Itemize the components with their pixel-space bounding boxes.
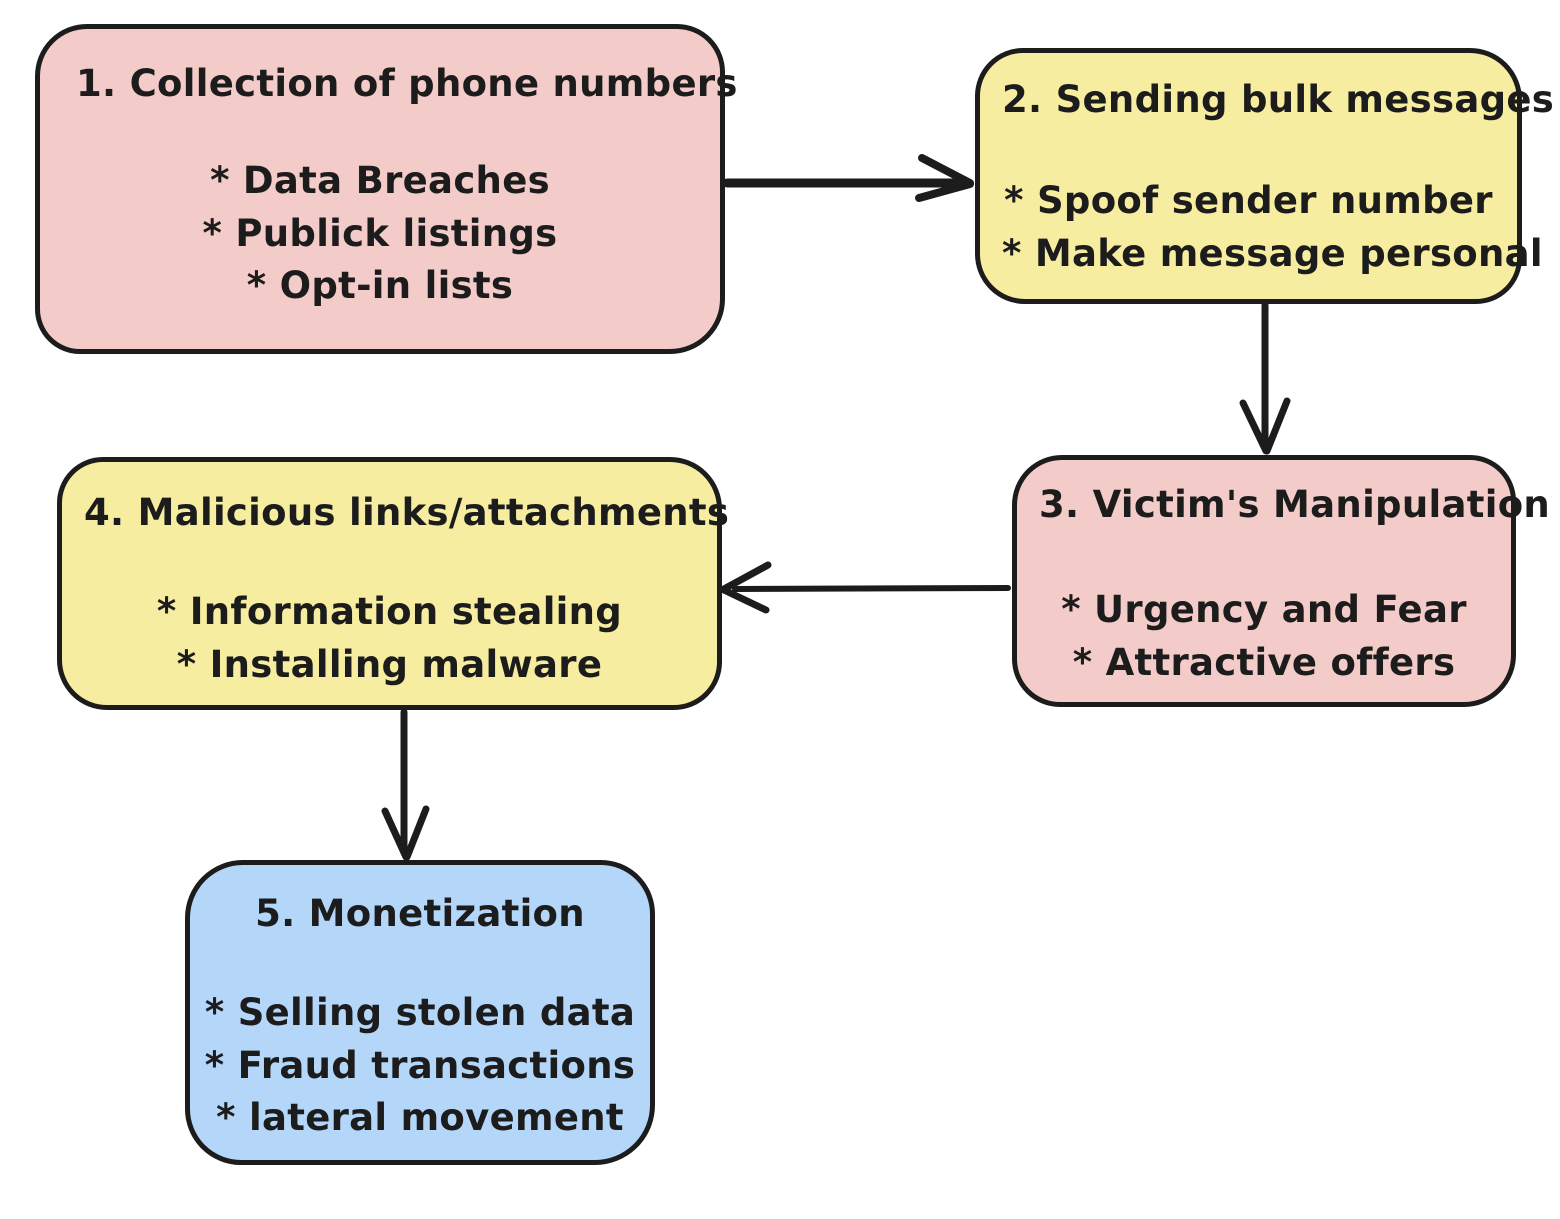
node-collection-of-phone-numbers: 1. Collection of phone numbers * Data Br…	[35, 24, 738, 354]
node-victims-manipulation: 3. Victim's Manipulation * Urgency and F…	[1012, 455, 1551, 707]
node-sending-bulk-messages: 2. Sending bulk messages * Spoof sender …	[975, 48, 1555, 304]
arrow-2-to-3	[1239, 301, 1291, 455]
node-item: * Information stealing	[156, 590, 623, 634]
node-malicious-links-attachments: 4. Malicious links/attachments * Informa…	[57, 457, 730, 710]
node-monetization: 5. Monetization * Selling stolen data * …	[185, 860, 655, 1165]
arrow-4-to-5	[381, 708, 430, 861]
node-item-list: * Selling stolen data * Fraud transactio…	[204, 987, 636, 1145]
node-title: 2. Sending bulk messages	[1002, 78, 1555, 121]
node-item-list: * Data Breaches * Publick listings * Opt…	[76, 155, 684, 313]
node-title: 3. Victim's Manipulation	[1039, 483, 1551, 526]
node-item: * Opt-in lists	[246, 264, 514, 308]
node-item-list: * Information stealing * Installing malw…	[84, 586, 695, 691]
node-item: * lateral movement	[216, 1096, 624, 1140]
node-item: * Publick listings	[202, 211, 558, 255]
node-title: 1. Collection of phone numbers	[76, 62, 738, 105]
arrow-3-to-4	[720, 561, 1011, 614]
node-item: * Data Breaches	[210, 159, 550, 203]
node-item: * Fraud transactions	[204, 1043, 636, 1087]
node-title: 5. Monetization	[255, 892, 585, 935]
node-item: * Spoof sender number	[1004, 179, 1493, 223]
node-title: 4. Malicious links/attachments	[84, 491, 730, 534]
node-item: * Selling stolen data	[204, 991, 636, 1035]
node-item: * Attractive offers	[1072, 640, 1456, 684]
node-item: * Installing malware	[176, 642, 603, 686]
node-item: * Urgency and Fear	[1061, 588, 1467, 632]
node-item-list: * Urgency and Fear * Attractive offers	[1039, 584, 1489, 689]
node-item: * Make message personal	[1002, 231, 1543, 275]
node-item-list: * Spoof sender number * Make message per…	[1002, 175, 1543, 280]
arrow-1-to-2	[722, 154, 974, 202]
